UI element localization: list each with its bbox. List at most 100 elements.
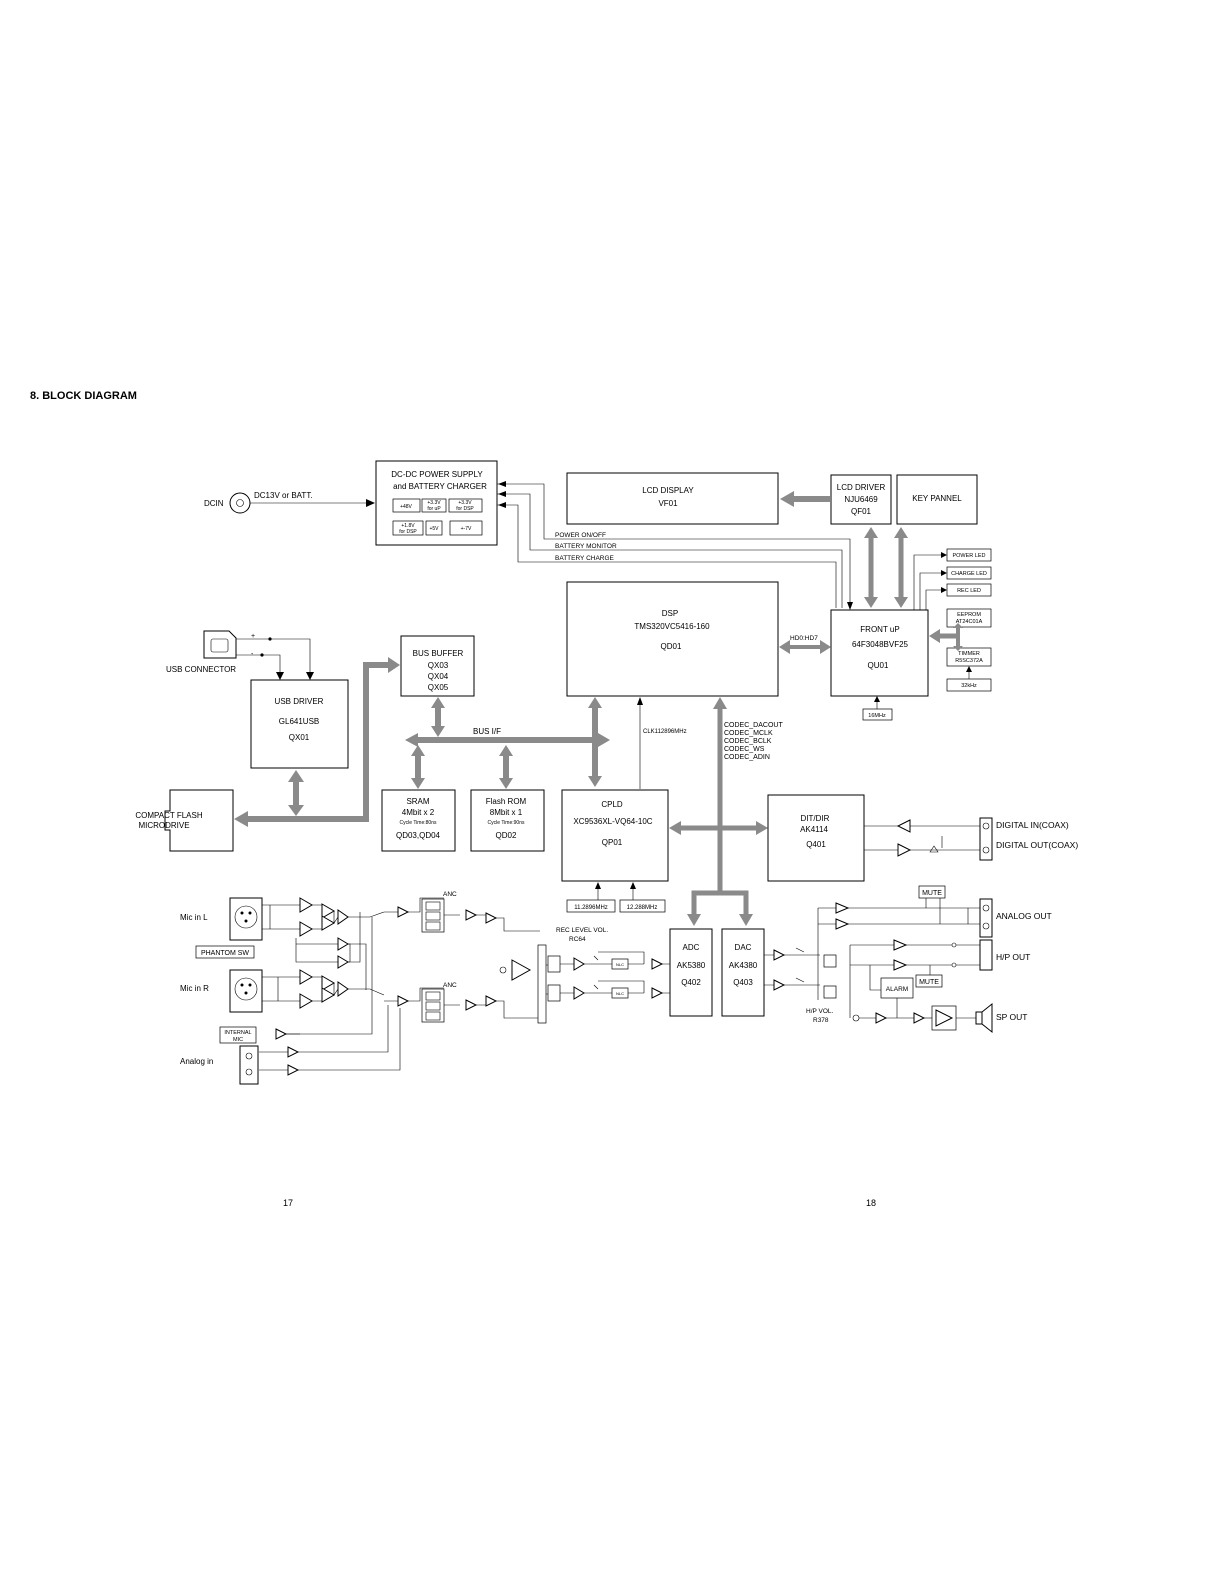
cpld-title: CPLD	[601, 800, 623, 809]
codec-mclk: CODEC_MCLK	[724, 730, 773, 737]
rail-33v-up: +3.3V	[427, 500, 441, 506]
lcd-display-ref: VF01	[658, 499, 678, 508]
codec-adin: CODEC_ADIN	[724, 754, 770, 761]
phantom-sw-label: PHANTOM SW	[201, 950, 249, 957]
mic-in-r-label: Mic in R	[180, 984, 209, 993]
power-supply-block: DC-DC POWER SUPPLY and BATTERY CHARGER +…	[375, 460, 498, 546]
flash-ref: QD02	[496, 831, 517, 840]
internal-mic-label-2: MIC	[233, 1037, 243, 1043]
usb-driver-title: USB DRIVER	[275, 697, 324, 706]
led-outputs: POWER LED CHARGE LED REC LED	[913, 548, 992, 610]
dit-dir-block: DIT/DIR AK4114 Q401	[767, 794, 865, 882]
cf-label-1: COMPACT FLASH	[135, 811, 202, 820]
bus-buffer-qx03: QX03	[428, 661, 449, 670]
xtal-32khz: 32kHz	[961, 683, 977, 689]
bus-interface: BUS I/F	[405, 697, 610, 789]
dcin-jack: DCIN DC13V or BATT.	[204, 491, 375, 514]
xtal-12m: 12.288MHz	[627, 905, 658, 911]
sram-size: 4Mbit x 2	[402, 808, 435, 817]
power-title-2: and BATTERY CHARGER	[393, 482, 487, 491]
rail-33v-up-sub: for uP	[427, 506, 441, 512]
codec-ws: CODEC_WS	[724, 746, 765, 753]
clk-label: CLK112896MHz	[643, 729, 687, 735]
front-up-part: 64F3048BVF25	[852, 640, 909, 649]
eeprom-timer-group: EEPROM AT24C01A TIMMER R5SC372A 32kHz 16…	[862, 608, 992, 721]
front-up-vertical-busses	[864, 527, 908, 608]
eeprom-title: EEPROM	[957, 612, 981, 618]
front-up-block: FRONT uP 64F3048BVF25 QU01	[830, 609, 929, 697]
usb-connector: USB CONNECTOR + -	[166, 630, 314, 680]
signal-battery-charge: BATTERY CHARGE	[555, 555, 615, 562]
cpld-part: XC9536XL-VQ64-10C	[573, 817, 652, 826]
cpld-ref: QP01	[602, 838, 623, 847]
eeprom-part: AT24C01A	[956, 619, 983, 625]
digital-out-label: DIGITAL OUT(COAX)	[996, 840, 1078, 850]
lcd-driver-part: NJU6469	[844, 495, 878, 504]
digital-io: DIGITAL IN(COAX) DIGITAL OUT(COAX)	[864, 817, 1078, 861]
sp-out-label: SP OUT	[996, 1012, 1028, 1022]
flash-rom-block: Flash ROM 8Mbit x 1 Cycle Time:90ns QD02	[470, 789, 545, 852]
anc-label-bottom: ANC	[443, 982, 457, 989]
rec-level-ref: RC64	[569, 936, 586, 943]
analog-in-label: Analog in	[180, 1057, 213, 1066]
dcin-source-label: DC13V or BATT.	[254, 491, 313, 500]
dac-ref: Q403	[733, 978, 753, 987]
dac-block: DAC AK4380 Q403	[721, 928, 765, 1017]
flash-cycle: Cycle Time:90ns	[488, 820, 525, 826]
adc-block: ADC AK5380 Q402	[669, 928, 713, 1017]
bus-buffer-block: BUS BUFFER QX03 QX04 QX05	[400, 635, 475, 697]
hp-out-label: H/P OUT	[996, 952, 1030, 962]
hd-bus: HD0:HD7	[779, 635, 831, 654]
analog-front-end: Mic in L Mic in R Analog in PHANTOM SW I…	[180, 891, 670, 1085]
nlc-label-bottom: NLC	[616, 991, 624, 996]
power-title-1: DC-DC POWER SUPPLY	[391, 470, 483, 479]
dsp-block: DSP TMS320VC5416-160 QD01	[566, 581, 779, 697]
dcin-label: DCIN	[204, 499, 224, 508]
anc-label-top: ANC	[443, 891, 457, 898]
codec-bus: CODEC_DACOUT CODEC_MCLK CODEC_BCLK CODEC…	[687, 697, 783, 926]
rail-pm7v: +-7V	[461, 526, 472, 532]
page-number-right: 18	[866, 1198, 876, 1208]
dit-part: AK4114	[800, 825, 828, 834]
clk-line: CLK112896MHz	[637, 697, 687, 789]
timer-title: TIMMER	[958, 651, 980, 657]
adc-part: AK5380	[677, 961, 706, 970]
bus-if-label: BUS I/F	[473, 727, 501, 736]
signal-power-onoff: POWER ON/OFF	[555, 532, 606, 539]
alarm-label: ALARM	[886, 986, 908, 993]
compact-flash-slot: COMPACT FLASH MICRODRIVE	[135, 789, 234, 852]
cpld-dit-bus	[669, 821, 768, 835]
rail-18v: +1.8V	[401, 523, 415, 529]
dit-title: DIT/DIR	[801, 814, 830, 823]
rail-18v-sub: for DSP	[399, 529, 417, 535]
bus-buffer-qx04: QX04	[428, 672, 449, 681]
front-up-ref: QU01	[868, 661, 889, 670]
lcd-display-block: LCD DISPLAY VF01	[566, 472, 779, 525]
nlc-label-top: NLC	[616, 962, 624, 967]
flash-title: Flash ROM	[486, 797, 527, 806]
lcd-driver-block: LCD DRIVER NJU6469 QF01	[830, 474, 892, 525]
lcd-bus-arrow	[780, 491, 830, 507]
rail-33v-dsp: +3.3V	[458, 500, 472, 506]
usb-plus: +	[251, 633, 255, 640]
mute-label-bottom: MUTE	[919, 979, 939, 986]
digital-in-label: DIGITAL IN(COAX)	[996, 820, 1069, 830]
mute-label-top: MUTE	[922, 890, 942, 897]
page-title: 8. BLOCK DIAGRAM	[30, 390, 137, 402]
compact-flash-bus	[234, 657, 400, 827]
hd-bus-label: HD0:HD7	[790, 635, 818, 642]
timer-part: R5SC372A	[955, 658, 983, 664]
codec-dacout: CODEC_DACOUT	[724, 722, 783, 729]
hp-vol-label: H/P VOL.	[806, 1008, 834, 1015]
usb-connector-label: USB CONNECTOR	[166, 665, 236, 674]
key-panel-title: KEY PANNEL	[912, 494, 962, 503]
hp-vol-ref: R378	[813, 1017, 829, 1024]
bus-buffer-qx05: QX05	[428, 683, 449, 692]
dit-ref: Q401	[806, 840, 826, 849]
rec-level-title: REC LEVEL VOL.	[556, 927, 608, 934]
lcd-driver-title: LCD DRIVER	[837, 483, 886, 492]
key-panel-block: KEY PANNEL	[896, 474, 978, 525]
rec-led-label: REC LED	[957, 588, 981, 594]
codec-bclk: CODEC_BCLK	[724, 738, 772, 745]
